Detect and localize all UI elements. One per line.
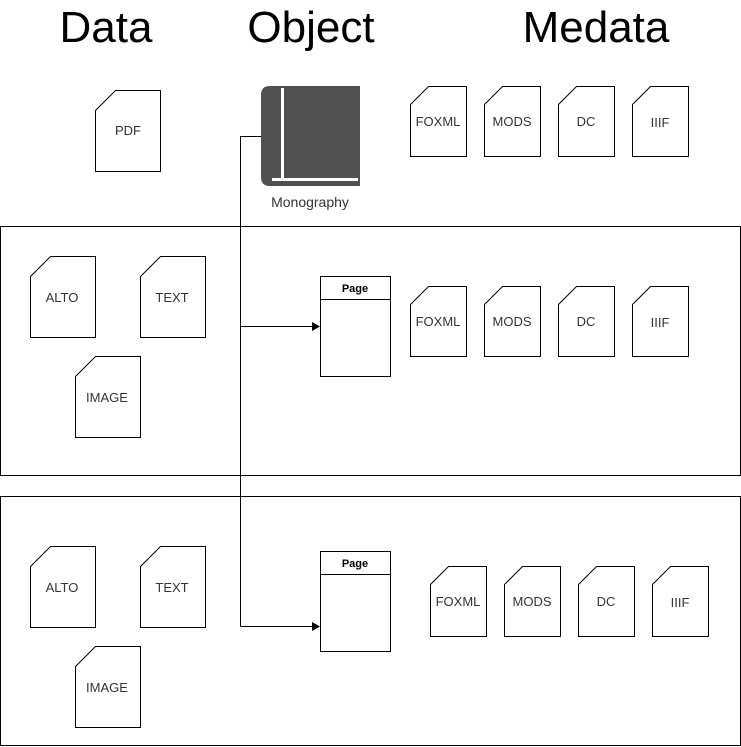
doc-label: ALTO [46,290,79,305]
section-1-doc-foxml: FOXML [410,286,467,357]
doc-label: DC [597,594,616,609]
doc-label: IMAGE [86,680,128,695]
doc-label: MODS [513,594,552,609]
doc-label: FOXML [416,114,461,129]
section-1-doc-image: IMAGE [75,356,141,438]
doc-pdf: PDF [95,90,161,172]
header-object: Object [247,3,374,52]
doc-label: IMAGE [86,390,128,405]
section-2-page: Page [320,551,391,652]
doc-label: ALTO [46,580,79,595]
section-2-doc-alto: ALTO [30,546,96,628]
page-title: Page [342,558,368,570]
section-1-doc-alto: ALTO [30,256,96,338]
section-2-doc-foxml: FOXML [430,566,487,637]
doc-label: TEXT [155,290,188,305]
doc-label: MODS [493,114,532,129]
section-2-doc-text: TEXT [140,546,206,628]
doc-label: DC [577,114,596,129]
doc-label: DC [577,314,596,329]
section-1-doc-iiif: IIIF [632,286,689,357]
page-title: Page [342,283,368,295]
doc-label: PDF [115,123,141,138]
section-2-doc-dc: DC [578,566,635,637]
book-icon [261,86,360,186]
doc-label: IIIF [651,115,670,130]
arrowhead-page-1 [312,322,320,331]
doc-label: FOXML [436,594,481,609]
header-metadata: Medata [523,3,670,52]
doc-dc: DC [558,86,615,157]
section-2-doc-iiif: IIIF [652,566,709,637]
doc-label: TEXT [155,580,188,595]
section-1-doc-dc: DC [558,286,615,357]
header-data: Data [60,3,153,52]
arrowhead-page-2 [312,622,320,631]
section-1-doc-mods: MODS [484,286,541,357]
monograph-connector [240,136,262,627]
section-1-doc-text: TEXT [140,256,206,338]
section-2-doc-mods: MODS [504,566,561,637]
monograph-book: Monography [261,86,360,210]
doc-label: IIIF [651,315,670,330]
monograph-label: Monography [271,194,349,210]
section-2-doc-image: IMAGE [75,646,141,728]
doc-iiif: IIIF [632,86,689,157]
doc-label: MODS [493,314,532,329]
doc-label: FOXML [416,314,461,329]
doc-foxml: FOXML [410,86,467,157]
doc-label: IIIF [671,595,690,610]
section-1-page: Page [320,276,391,377]
doc-mods: MODS [484,86,541,157]
